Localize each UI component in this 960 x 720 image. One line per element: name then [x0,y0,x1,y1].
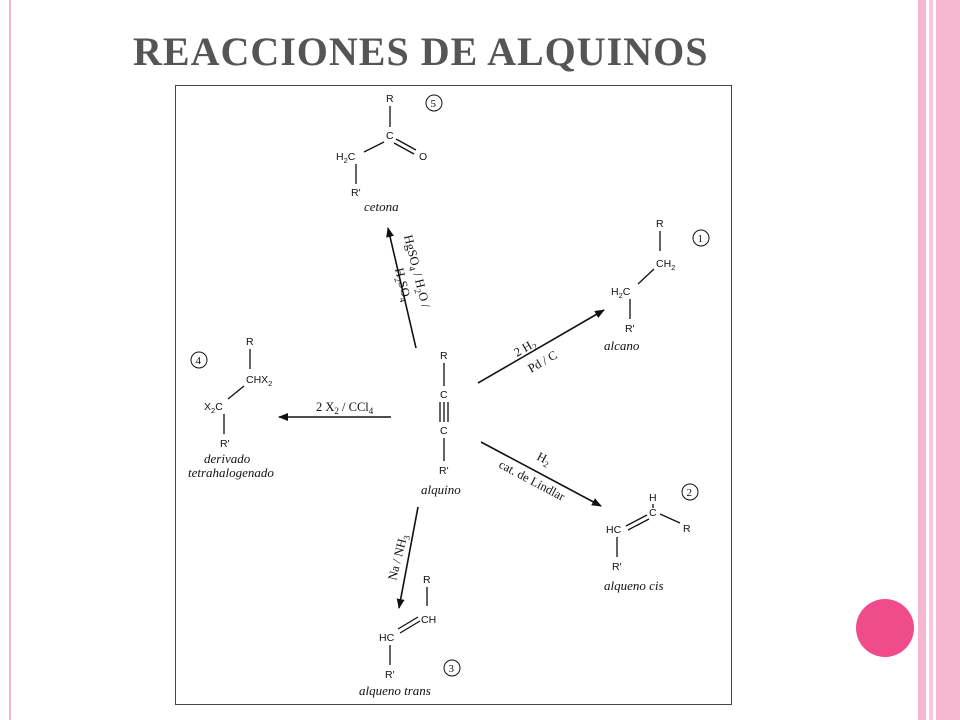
cis-h: H [649,492,657,504]
cis-r-prime: R' [612,561,622,573]
reaction-number-2: 2 [687,487,693,499]
trans-alkene-structure: R CH HC R' alqueno trans 3 [359,574,461,698]
reaction-scheme: R C C R' alquino R C O H2C R' cetona 5 H… [188,93,710,698]
alkane-bond-c-c [637,268,655,285]
cis-caption: alqueno cis [604,578,664,593]
alkane-r: R [656,218,664,230]
ketone-caption: cetona [364,199,399,214]
reaction-number-5: 5 [431,98,437,110]
ketone-bond-ch2 [363,141,385,153]
halide-r: R [246,336,254,348]
ketone-reagent-line2: H2SO4 [390,266,414,303]
trans-caption: alqueno trans [359,683,431,698]
alkyne-c2: C [440,425,448,437]
halide-chx2: CHX2 [246,374,272,388]
alkyne-c1: C [440,389,448,401]
arrow-to-alkane [477,309,605,384]
ketone-h2c: H2C [336,151,356,165]
cis-double-bond-1 [625,514,648,527]
reaction-number-2-circle [681,483,699,501]
ketone-r-prime: R' [351,187,361,199]
alkane-h2c: H2C [611,286,631,300]
ketone-co-bond-2 [393,142,415,155]
svg-text:H2SO4: H2SO4 [390,266,414,303]
alkane-ch2: CH2 [656,258,675,272]
reaction-number-5-circle [425,94,443,112]
cis-r: R [683,523,691,535]
slide-title: REACCIONES DE ALQUINOS [133,29,709,74]
halide-bond-c-c [227,385,245,400]
ketone-o: O [419,151,427,163]
trans-double-bond-2 [399,620,421,634]
cis-double-bond-2 [627,518,650,531]
ketone-co-bond-1 [395,138,417,151]
ketone-r: R [386,93,394,105]
trans-double-bond-1 [397,616,419,630]
right-decor-band-3 [936,0,960,720]
right-decor-band-2 [929,0,933,720]
svg-text:H2: H2 [534,449,553,469]
cis-alkene-structure: H C R HC R' alqueno cis 2 [604,483,699,593]
alkane-structure: R CH2 H2C R' alcano 1 [604,218,710,353]
tetrahalide-structure: R CHX2 X2C R' derivado tetrahalogenado 4 [188,336,274,480]
halide-caption-line2: tetrahalogenado [188,465,274,480]
reaction-scheme-figure: R C C R' alquino R C O H2C R' cetona 5 H… [175,85,732,705]
reaction-number-4: 4 [196,355,202,367]
alkyne-r-top: R [440,350,448,362]
arrow-to-ketone [386,227,417,349]
cis-bond-r [659,513,681,524]
alkane-caption: alcano [604,338,640,353]
arrow-to-trans-alkene [396,506,419,609]
left-decor-line [9,0,11,720]
svg-text:cat. de Lindlar: cat. de Lindlar [497,457,568,504]
ketone-c: C [386,130,394,142]
trans-r-prime: R' [385,669,395,681]
trans-r: R [423,574,431,586]
ketone-reagent-line1: HgSO4 / H2O / [399,233,433,310]
alkyne-structure: R C C R' alquino [421,350,461,497]
ketone-structure: R C O H2C R' cetona 5 [336,93,443,214]
cis-hc: HC [606,524,622,536]
accent-dot [856,599,914,657]
halide-x2c: X2C [204,401,223,415]
arrow-to-cis-alkene [480,441,602,507]
alkyne-caption: alquino [421,482,461,497]
halide-reagent: 2 X2 / CCl4 [316,400,374,416]
reaction-number-1: 1 [698,233,704,245]
alkyne-r-bottom: R' [439,465,449,477]
alkane-r-prime: R' [625,323,635,335]
halide-caption-line1: derivado [204,451,251,466]
right-decor-band-1 [918,0,926,720]
reaction-number-3-circle [443,659,461,677]
reaction-number-1-circle [692,229,710,247]
reaction-number-3: 3 [449,663,455,675]
svg-text:HgSO4 / H2O /: HgSO4 / H2O / [399,233,433,310]
trans-hc: HC [379,632,395,644]
halide-r-prime: R' [220,438,230,450]
cis-reagent-bottom: cat. de Lindlar [497,457,568,504]
cis-reagent-top: H2 [534,449,553,469]
trans-ch: CH [421,614,436,626]
reaction-number-4-circle [190,351,208,369]
cis-c: C [649,507,657,519]
